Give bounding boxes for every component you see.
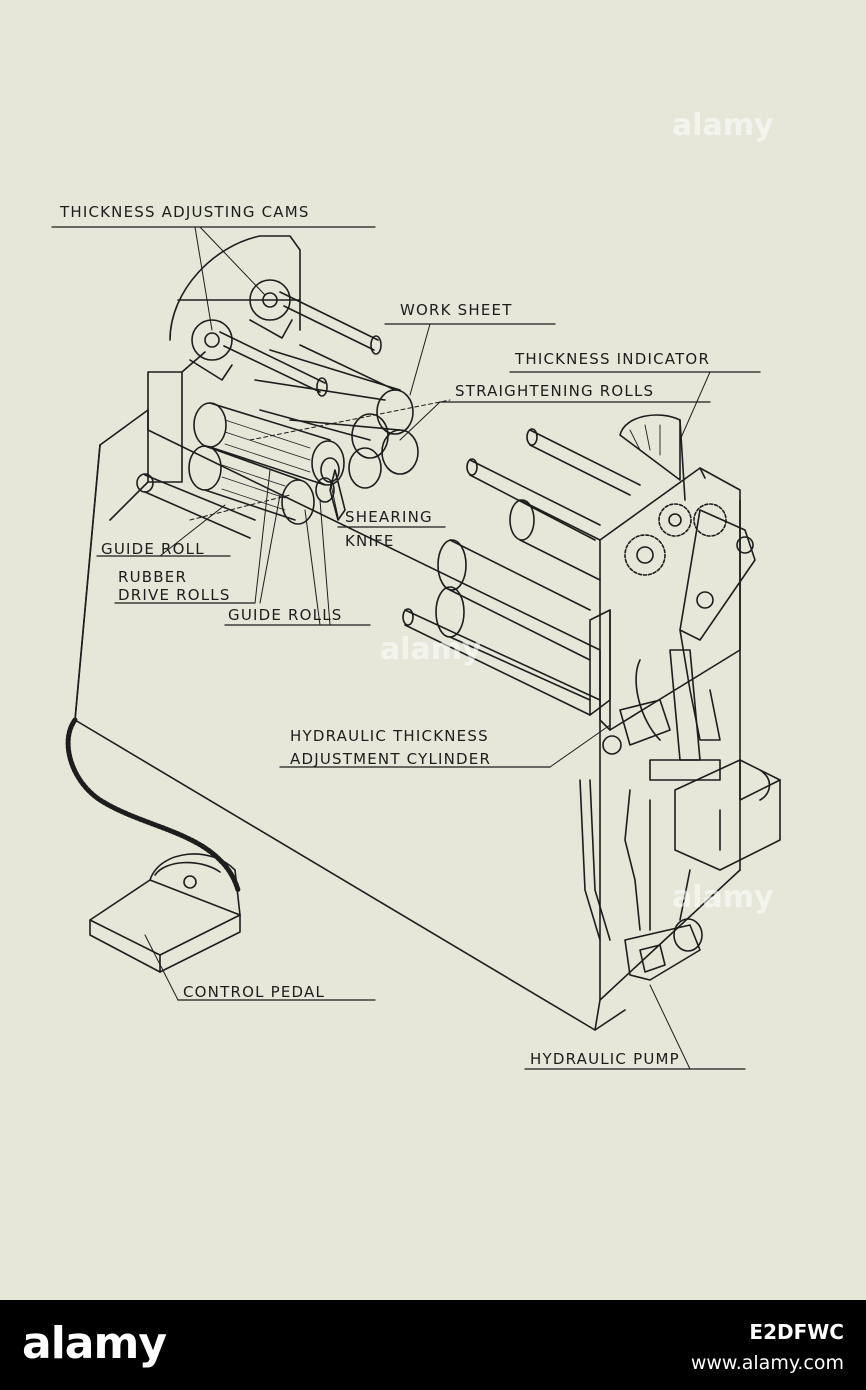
watermark-logo: alamy [380, 632, 482, 667]
work-sheet [189, 399, 451, 521]
right-frame [589, 467, 741, 731]
hydraulic-cylinder-assembly [635, 509, 756, 781]
label-control-pedal: CONTROL PEDAL [183, 983, 326, 1001]
label-adjustment-cylinder: ADJUSTMENT CYLINDER [290, 750, 492, 768]
label-hydraulic-pump: HYDRAULIC PUMP [530, 1050, 680, 1068]
electrical-box [674, 759, 781, 871]
label-hydraulic-thickness: HYDRAULIC THICKNESS [290, 727, 489, 745]
control-pedal [89, 853, 241, 973]
thickness-adjusting-cams [189, 279, 293, 381]
straightening-rolls [254, 344, 419, 489]
label-rubber: RUBBER [118, 568, 188, 586]
label-underlines [51, 226, 761, 1070]
label-guide-rolls: GUIDE ROLLS [228, 606, 343, 624]
watermark-logo: alamy [672, 108, 774, 143]
shafts [219, 291, 382, 397]
footer-logo: alamy [22, 1318, 167, 1369]
label-straightening-rolls: STRAIGHTENING ROLLS [455, 382, 655, 400]
label-guide-roll: GUIDE ROLL [101, 540, 205, 558]
rubber-drive-rolls [188, 402, 345, 525]
hydraulic-piping [579, 779, 691, 941]
hydraulic-pump-unit [624, 918, 703, 981]
shearing-knife [329, 469, 346, 521]
drive-gears [624, 503, 727, 576]
watermark-logo: alamy [672, 880, 774, 915]
label-knife: KNIFE [345, 532, 395, 550]
right-rolls [402, 428, 641, 716]
coiled-cable [65, 717, 241, 893]
image-id: E2DFWC [749, 1320, 844, 1344]
stock-footer-bar: alamy E2DFWC www.alamy.com [0, 1300, 866, 1390]
thickness-indicator-dial [619, 414, 686, 501]
machine-illustration [51, 226, 781, 1070]
footer-url: www.alamy.com [690, 1352, 844, 1374]
valve-block [602, 699, 671, 755]
label-thickness-adjusting-cams: THICKNESS ADJUSTING CAMS [60, 203, 310, 221]
leader-lines [144, 226, 711, 1070]
left-frame [109, 235, 301, 521]
label-shearing: SHEARING [345, 508, 433, 526]
label-work-sheet: WORK SHEET [400, 301, 513, 319]
label-drive-rolls: DRIVE ROLLS [118, 586, 231, 604]
label-thickness-indicator: THICKNESS INDICATOR [515, 350, 711, 368]
